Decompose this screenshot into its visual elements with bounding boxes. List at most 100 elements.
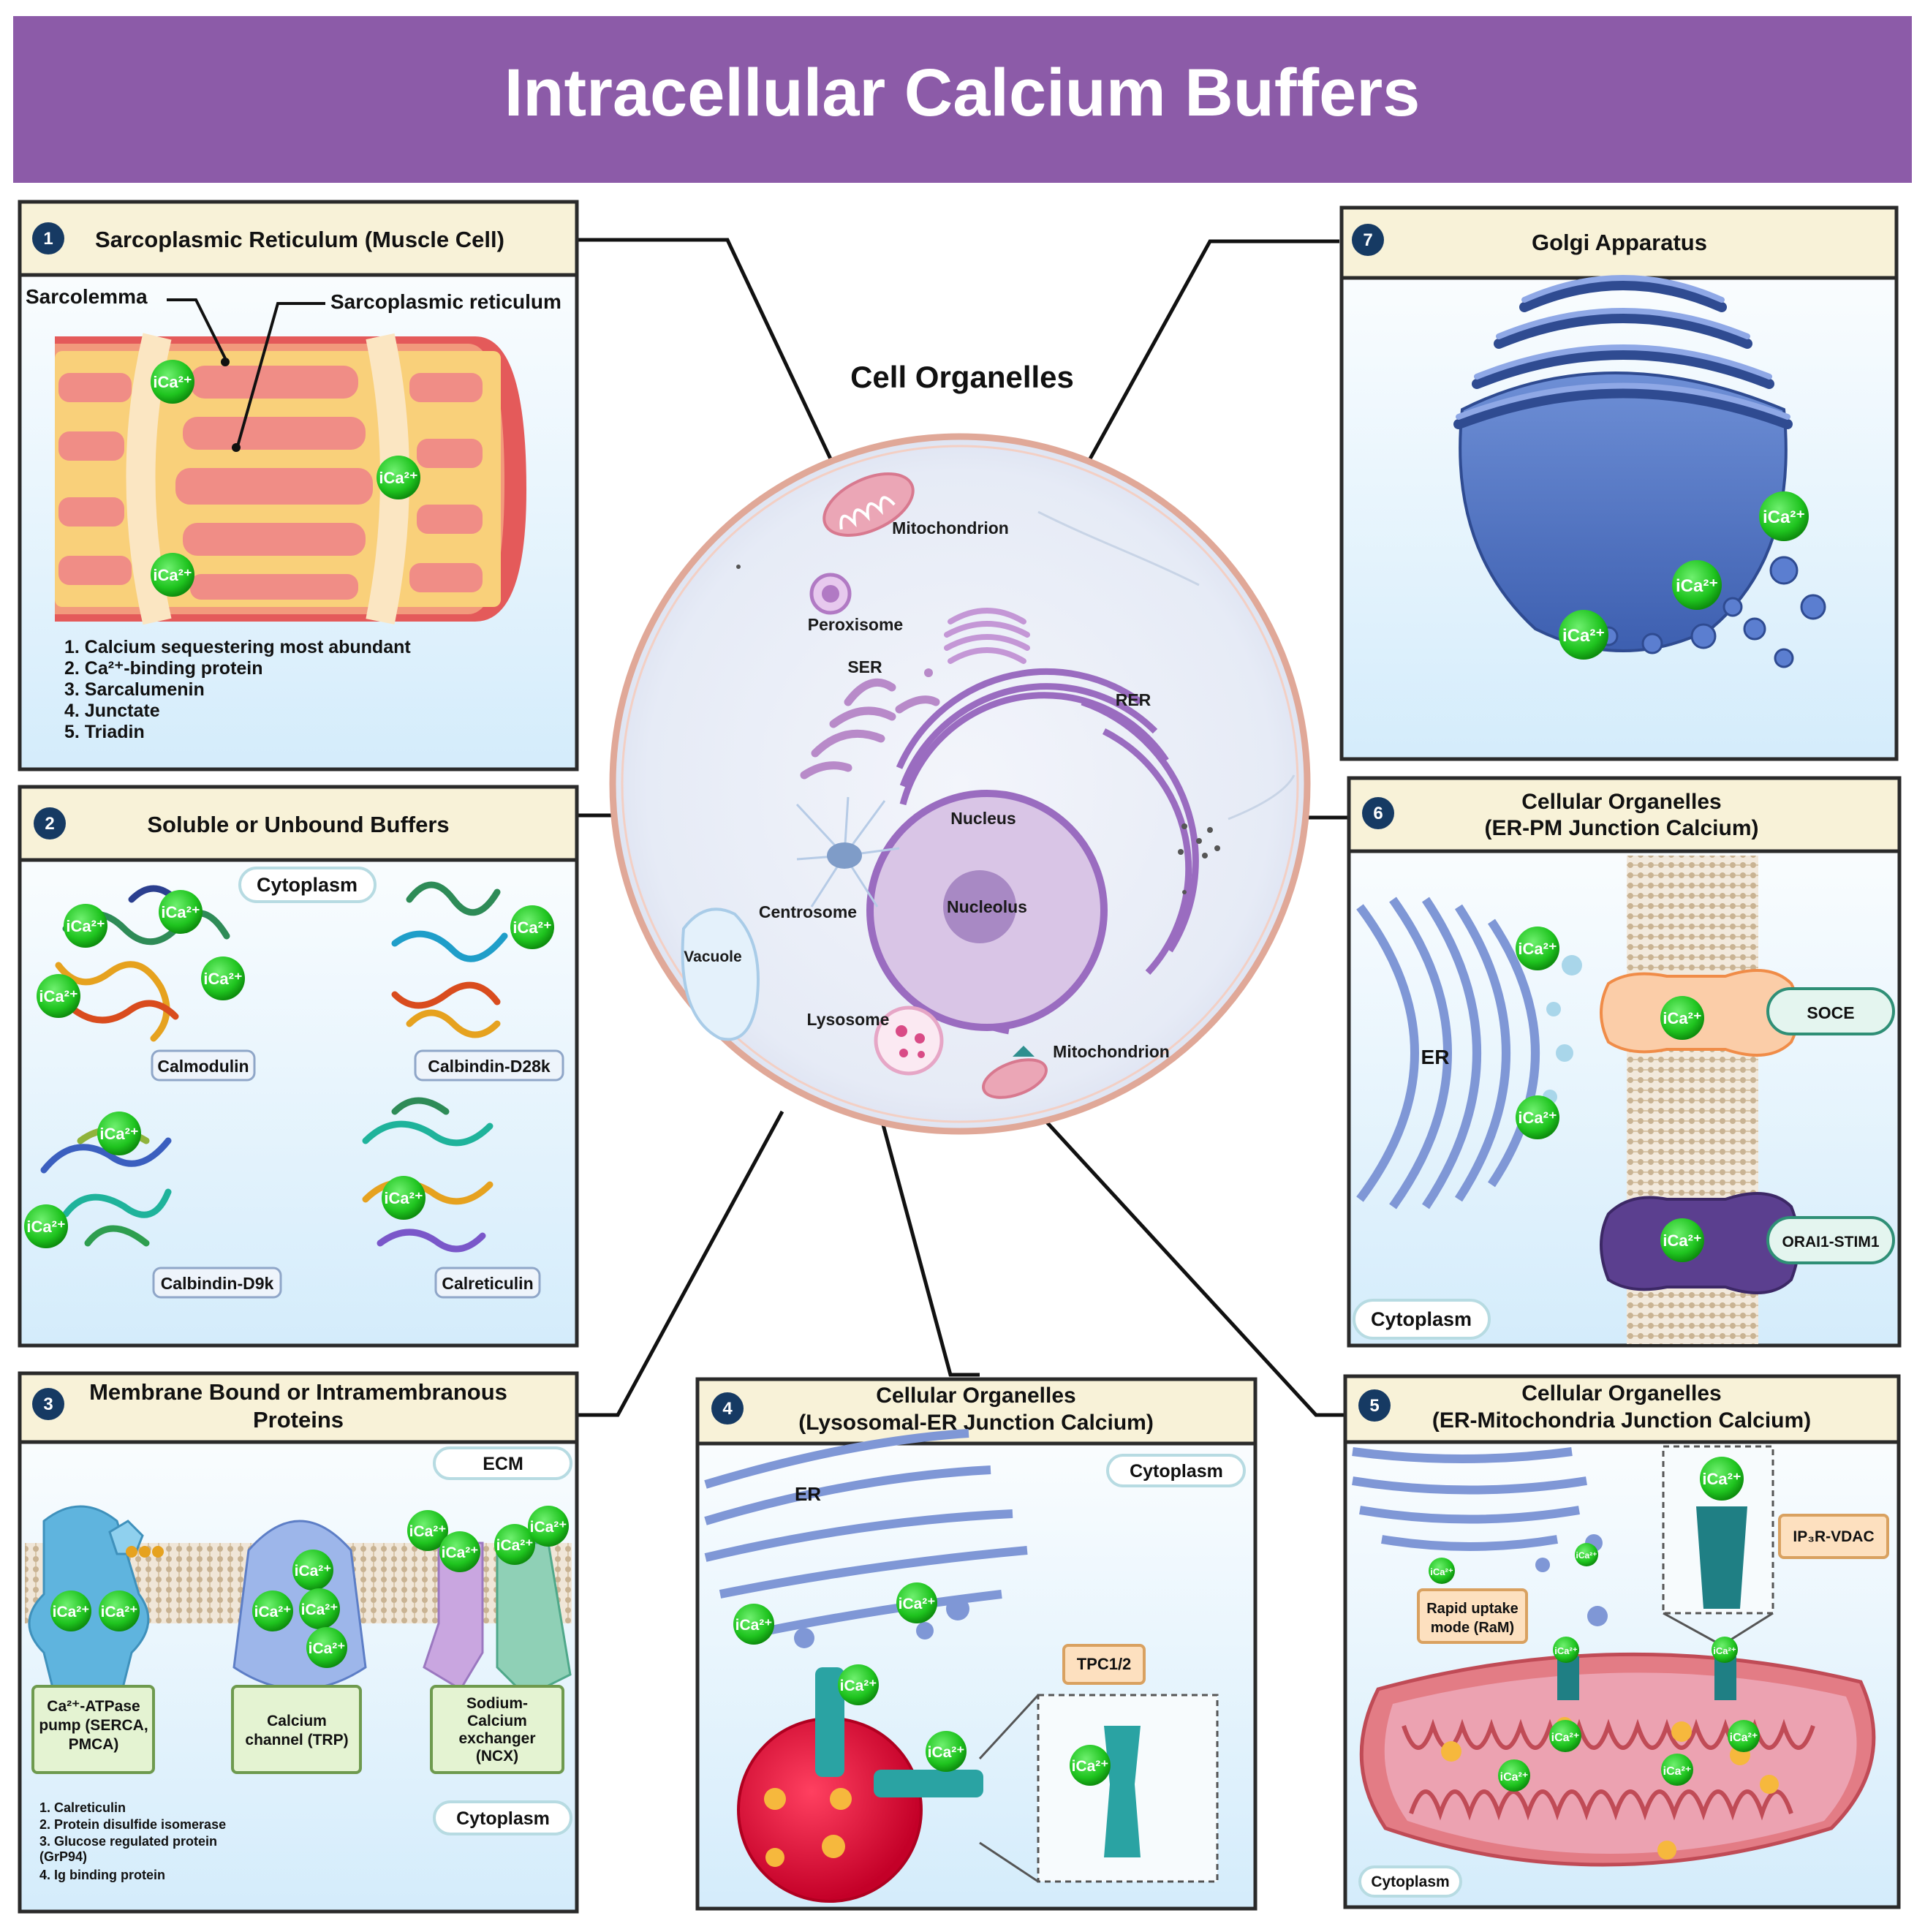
- panel-1-number: 1: [43, 229, 53, 249]
- ca-ion: iCa²⁺: [53, 1604, 90, 1620]
- ca-ion: iCa²⁺: [1730, 1732, 1758, 1744]
- panel-5: 5 Cellular Organelles (ER-Mitochondria J…: [1343, 1374, 1901, 1909]
- ca-ion: iCa²⁺: [99, 1125, 138, 1143]
- peroxisome-label: Peroxisome: [808, 615, 903, 634]
- trp-label-line: Calcium: [267, 1713, 327, 1729]
- panel-6-number: 6: [1373, 804, 1383, 823]
- serca-label-line: PMCA): [69, 1736, 119, 1753]
- ca-ion: iCa²⁺: [1576, 1550, 1597, 1561]
- panel-2-calcium-ions: iCa²⁺ iCa²⁺ iCa²⁺ iCa²⁺ iCa²⁺ iCa²⁺ iCa²…: [24, 890, 554, 1248]
- ca-ion: iCa²⁺: [899, 1596, 936, 1612]
- centrosome-label: Centrosome: [759, 902, 857, 921]
- panel-4-er-label: ER: [795, 1483, 821, 1505]
- orai1-stim1-label: ORAI1-STIM1: [1782, 1234, 1879, 1250]
- panel-6-title-line2: (ER-PM Junction Calcium): [1484, 816, 1758, 840]
- ca-ion: iCa²⁺: [153, 373, 192, 391]
- nucleus-label: Nucleus: [950, 809, 1016, 828]
- calbindin-d28k-label: Calbindin-D28k: [428, 1057, 551, 1076]
- ca-ion: iCa²⁺: [496, 1537, 534, 1554]
- peroxisome: Peroxisome: [808, 573, 903, 634]
- panel-1: 1 Sarcoplasmic Reticulum (Muscle Cell) S…: [18, 200, 579, 771]
- ca-ion: iCa²⁺: [840, 1678, 877, 1694]
- panel-3: 3 Membrane Bound or Intramembranous Prot…: [18, 1371, 579, 1914]
- sarcoplasmic-reticulum-label: Sarcoplasmic reticulum: [330, 290, 561, 313]
- panel-2-cytoplasm-label: Cytoplasm: [257, 874, 358, 896]
- panel-7-title: Golgi Apparatus: [1532, 230, 1707, 255]
- panel-3-boxes: Ca²⁺-ATPase pump (SERCA, PMCA) Calcium c…: [31, 1685, 564, 1774]
- tpc-channel-side: [874, 1770, 983, 1797]
- panel-3-list: 1. Calreticulin 2. Protein disulfide iso…: [39, 1800, 226, 1882]
- ca-ion: iCa²⁺: [203, 970, 242, 988]
- vacuole: Vacuole: [681, 907, 760, 1041]
- trp-label-line: channel (TRP): [245, 1732, 348, 1748]
- ca-ion: iCa²⁺: [1562, 626, 1605, 646]
- protein-ribbons: [40, 881, 508, 1253]
- panel-3-title-line1: Membrane Bound or Intramembranous: [89, 1379, 507, 1405]
- rer: RER: [896, 668, 1199, 1035]
- list-item: 3. Sarcalumenin: [64, 679, 205, 700]
- list-item: 4. Junctate: [64, 701, 160, 721]
- list-item: 5. Triadin: [64, 722, 145, 742]
- panel-2-title: Soluble or Unbound Buffers: [147, 812, 449, 837]
- ca-ion: iCa²⁺: [26, 1218, 65, 1236]
- nucleus: Nucleus Nucleolus: [866, 790, 1108, 1031]
- list-item: 2. Protein disulfide isomerase: [39, 1817, 226, 1832]
- panel-4-er: [704, 1429, 1028, 1635]
- panel-1-calcium-ions: iCa²⁺ iCa²⁺ iCa²⁺: [151, 360, 420, 597]
- ca-ion: iCa²⁺: [1663, 1009, 1701, 1027]
- ca-ion: iCa²⁺: [1763, 507, 1805, 527]
- ser: SER: [800, 657, 940, 780]
- serca-label-line: Ca²⁺-ATPase: [47, 1698, 140, 1715]
- lysosome-label: Lysosome: [807, 1010, 890, 1029]
- tpc-channel-zoom: [1104, 1726, 1141, 1857]
- ca-ion: iCa²⁺: [1430, 1566, 1453, 1577]
- serca-label-line: pump (SERCA,: [39, 1717, 148, 1734]
- panel-5-title-line2: (ER-Mitochondria Junction Calcium): [1432, 1408, 1811, 1433]
- ca-ion: iCa²⁺: [101, 1604, 138, 1620]
- ca-ion: iCa²⁺: [309, 1640, 346, 1657]
- ser-label: SER: [847, 657, 882, 676]
- ip3r-vdac-channel: [1696, 1506, 1747, 1609]
- panel-6-calcium-ions: iCa²⁺ iCa²⁺ iCa²⁺ iCa²⁺: [1516, 927, 1704, 1262]
- ca-ion: iCa²⁺: [1518, 940, 1557, 958]
- ca-ion: iCa²⁺: [66, 917, 105, 935]
- panel-4-title-line1: Cellular Organelles: [876, 1384, 1075, 1408]
- list-item: 1. Calreticulin: [39, 1800, 126, 1815]
- panel-2: 2 Soluble or Unbound Buffers Cytoplasm i…: [18, 785, 579, 1348]
- central-cell: Cell Organelles Mitochondrion Peroxisome: [609, 360, 1311, 1135]
- panel-4-number: 4: [722, 1399, 733, 1419]
- mitochondrion-label: Mitochondrion: [892, 518, 1009, 537]
- ca-ion: iCa²⁺: [1551, 1732, 1580, 1744]
- cell-membrane: [609, 433, 1311, 1135]
- ram-label-line2: mode (RaM): [1431, 1620, 1514, 1636]
- panel-7-number: 7: [1363, 230, 1372, 250]
- panel-3-title-line2: Proteins: [253, 1407, 344, 1433]
- ca-ion: iCa²⁺: [409, 1523, 447, 1540]
- panel-4-vesicles: [794, 1597, 969, 1648]
- panel-5-title-line1: Cellular Organelles: [1521, 1381, 1721, 1405]
- ncx-label-line: exchanger: [458, 1730, 535, 1747]
- panel-6-title-line1: Cellular Organelles: [1521, 790, 1721, 814]
- ca-ion: iCa²⁺: [301, 1601, 339, 1618]
- ca-ion: iCa²⁺: [254, 1604, 292, 1620]
- protein-labels: Calmodulin Calbindin-D28k Calbindin-D9k …: [151, 1049, 564, 1299]
- ca-ion: iCa²⁺: [928, 1744, 965, 1761]
- ca-ion: iCa²⁺: [1072, 1758, 1109, 1775]
- ca-ion: iCa²⁺: [39, 987, 77, 1005]
- lysosome: Lysosome: [807, 1005, 944, 1076]
- rer-label: RER: [1116, 690, 1151, 709]
- panel-1-list: 1. Calcium sequestering most abundant 2.…: [64, 637, 411, 742]
- soce-label: SOCE: [1807, 1003, 1854, 1022]
- list-item: (GrP94): [39, 1849, 87, 1864]
- list-item: 1. Calcium sequestering most abundant: [64, 637, 411, 657]
- ncx-label-line: Calcium: [467, 1713, 527, 1729]
- ca-ion: iCa²⁺: [1554, 1645, 1578, 1656]
- list-item: 2. Ca²⁺-binding protein: [64, 658, 263, 679]
- ncx-label-line: Sodium-: [466, 1695, 528, 1712]
- panel-3-number: 3: [43, 1395, 53, 1414]
- header-banner: [13, 16, 1912, 183]
- panel-6-cytoplasm-label: Cytoplasm: [1371, 1308, 1472, 1330]
- cell-organelles-title: Cell Organelles: [850, 360, 1074, 394]
- list-item: 4. Ig binding protein: [39, 1868, 165, 1882]
